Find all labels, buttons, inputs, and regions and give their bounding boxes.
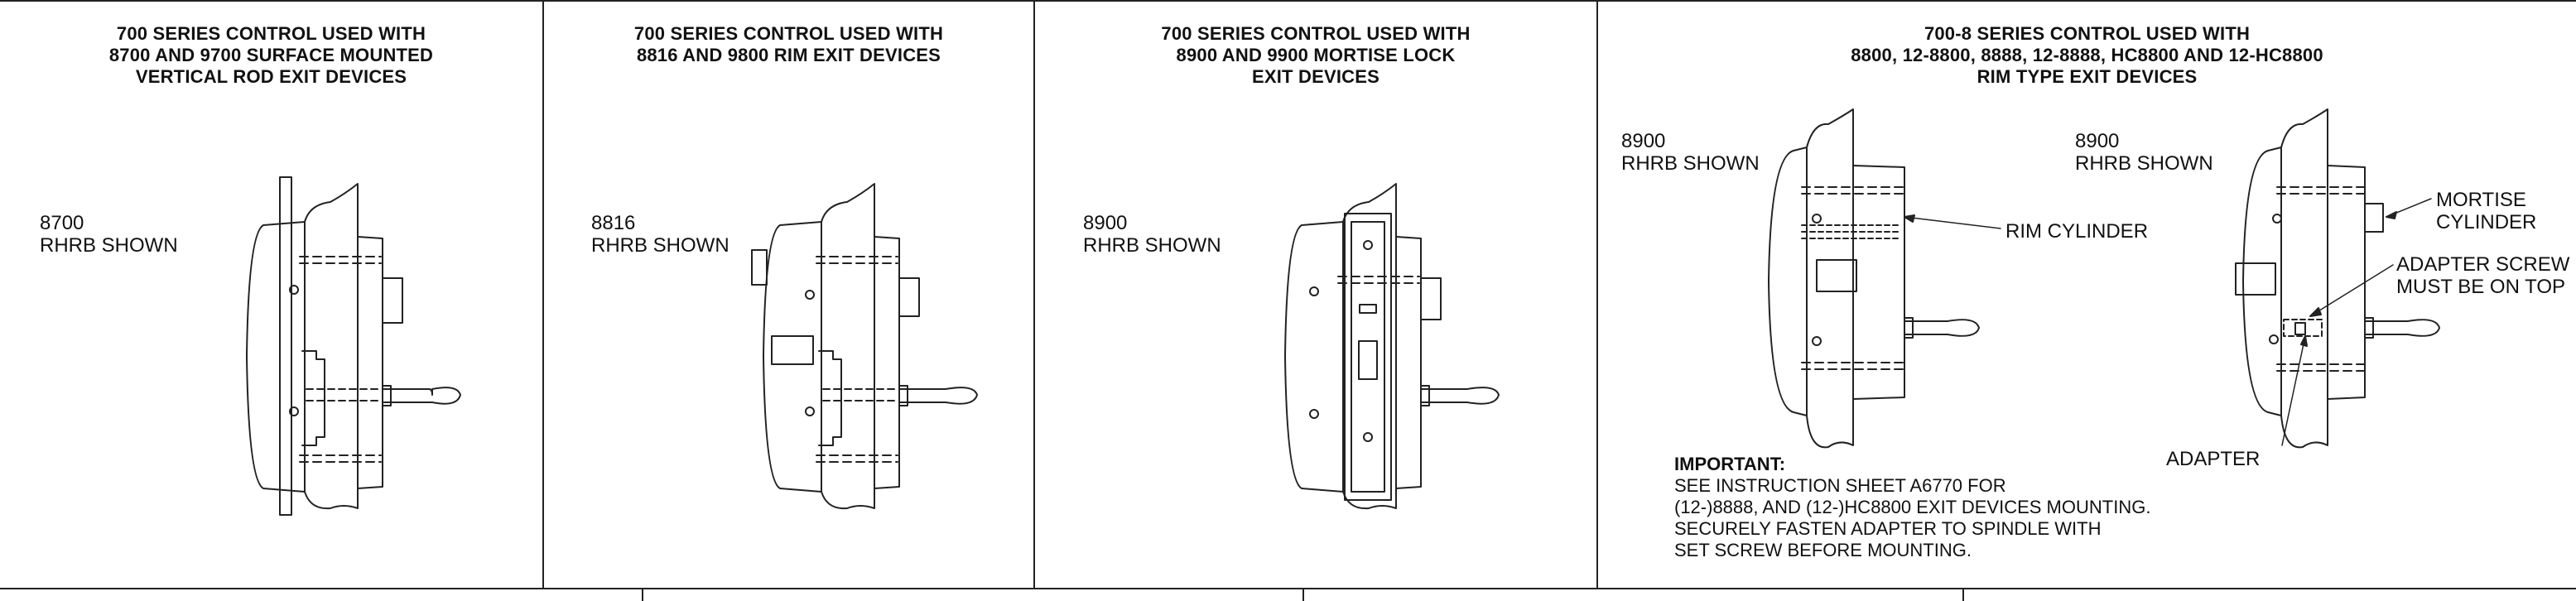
panel-1-exit-device-drawing bbox=[246, 176, 461, 516]
panel-1-handing: RHRB SHOWN bbox=[40, 234, 178, 257]
panel-4-right-handing: RHRB SHOWN bbox=[2075, 152, 2213, 175]
mortise-cylinder-line-1: MORTISE bbox=[2436, 189, 2526, 211]
panel-3-handing: RHRB SHOWN bbox=[1083, 234, 1221, 257]
adapter-label: ADAPTER bbox=[2166, 448, 2261, 470]
panel-3-title-line-2: 8900 AND 9900 MORTISE LOCK bbox=[1176, 45, 1456, 65]
adapter-screw-callout: ADAPTER SCREW MUST BE ON TOP bbox=[2396, 253, 2569, 298]
important-line-2: (12-)8888, AND (12-)HC8800 EXIT DEVICES … bbox=[1674, 497, 2151, 517]
panel-1-title: 700 SERIES CONTROL USED WITH 8700 AND 97… bbox=[0, 23, 542, 88]
footer-tick-3 bbox=[1962, 588, 1964, 601]
panel-3-title: 700 SERIES CONTROL USED WITH 8900 AND 99… bbox=[1035, 23, 1596, 88]
panel-2-model: 8816 bbox=[591, 212, 636, 234]
panel-4-title: 700-8 SERIES CONTROL USED WITH 8800, 12-… bbox=[1598, 23, 2576, 88]
panel-1-model: 8700 bbox=[40, 212, 84, 234]
panel-1-title-line-3: VERTICAL ROD EXIT DEVICES bbox=[135, 66, 407, 87]
panel-3-title-line-1: 700 SERIES CONTROL USED WITH bbox=[1161, 23, 1471, 44]
panel-3-model: 8900 bbox=[1083, 212, 1128, 234]
adapter-callout: ADAPTER bbox=[2166, 448, 2260, 470]
adapter-screw-line-2: MUST BE ON TOP bbox=[2396, 276, 2566, 298]
panel-2-exit-device-drawing bbox=[751, 183, 978, 510]
panel-1-title-line-2: 8700 AND 9700 SURFACE MOUNTED bbox=[108, 45, 434, 65]
important-line-4: SET SCREW BEFORE MOUNTING. bbox=[1674, 540, 1972, 560]
important-line-1: SEE INSTRUCTION SHEET A6770 FOR bbox=[1674, 475, 2006, 496]
panel-4-left-handing: RHRB SHOWN bbox=[1621, 152, 1760, 175]
panel-2-handing: RHRB SHOWN bbox=[591, 234, 729, 257]
panel-4-title-line-3: RIM TYPE EXIT DEVICES bbox=[1977, 66, 2198, 87]
panel-4-mortise-drawing bbox=[2235, 108, 2440, 449]
rim-cylinder-label: RIM CYLINDER bbox=[2005, 220, 2149, 243]
panel-2-title-line-2: 8816 AND 9800 RIM EXIT DEVICES bbox=[636, 45, 941, 65]
panel-4-right-model: 8900 bbox=[2075, 130, 2120, 152]
mortise-cylinder-line-2: CYLINDER bbox=[2436, 211, 2537, 233]
panel-1-model-label: 8700 RHRB SHOWN bbox=[40, 212, 178, 257]
panel-1-title-line-1: 700 SERIES CONTROL USED WITH bbox=[116, 23, 426, 44]
rim-cylinder-callout: RIM CYLINDER bbox=[2005, 220, 2148, 243]
panel-divider-3 bbox=[1596, 0, 1598, 589]
panel-4-rim-drawing bbox=[1768, 108, 2001, 449]
footer-tick-2 bbox=[1302, 588, 1304, 601]
panel-3-model-label: 8900 RHRB SHOWN bbox=[1083, 212, 1221, 257]
panel-divider-2 bbox=[1033, 0, 1035, 589]
panel-4-left-model-label: 8900 RHRB SHOWN bbox=[1621, 130, 1760, 175]
panel-4-title-line-1: 700-8 SERIES CONTROL USED WITH bbox=[1924, 23, 2251, 44]
top-border bbox=[0, 0, 2576, 2]
mortise-cylinder-callout: MORTISE CYLINDER bbox=[2436, 189, 2536, 233]
important-heading: IMPORTANT: bbox=[1674, 454, 1786, 474]
footer-tick-1 bbox=[642, 588, 643, 601]
important-note: IMPORTANT: SEE INSTRUCTION SHEET A6770 F… bbox=[1674, 454, 2150, 561]
important-line-3: SECURELY FASTEN ADAPTER TO SPINDLE WITH bbox=[1674, 518, 2102, 539]
panel-2-title: 700 SERIES CONTROL USED WITH 8816 AND 98… bbox=[544, 23, 1033, 66]
panel-3-exit-device-drawing bbox=[1284, 183, 1500, 510]
panel-4-left-model: 8900 bbox=[1621, 130, 1666, 152]
panel-2-title-line-1: 700 SERIES CONTROL USED WITH bbox=[633, 23, 944, 44]
panel-4-title-line-2: 8800, 12-8800, 8888, 12-8888, HC8800 AND… bbox=[1851, 45, 2323, 65]
panel-2-model-label: 8816 RHRB SHOWN bbox=[591, 212, 729, 257]
panel-4-right-model-label: 8900 RHRB SHOWN bbox=[2075, 130, 2213, 175]
bottom-rule bbox=[0, 588, 2576, 589]
adapter-screw-line-1: ADAPTER SCREW bbox=[2396, 253, 2570, 276]
panel-divider-1 bbox=[542, 0, 544, 589]
panel-3-title-line-3: EXIT DEVICES bbox=[1252, 66, 1379, 87]
